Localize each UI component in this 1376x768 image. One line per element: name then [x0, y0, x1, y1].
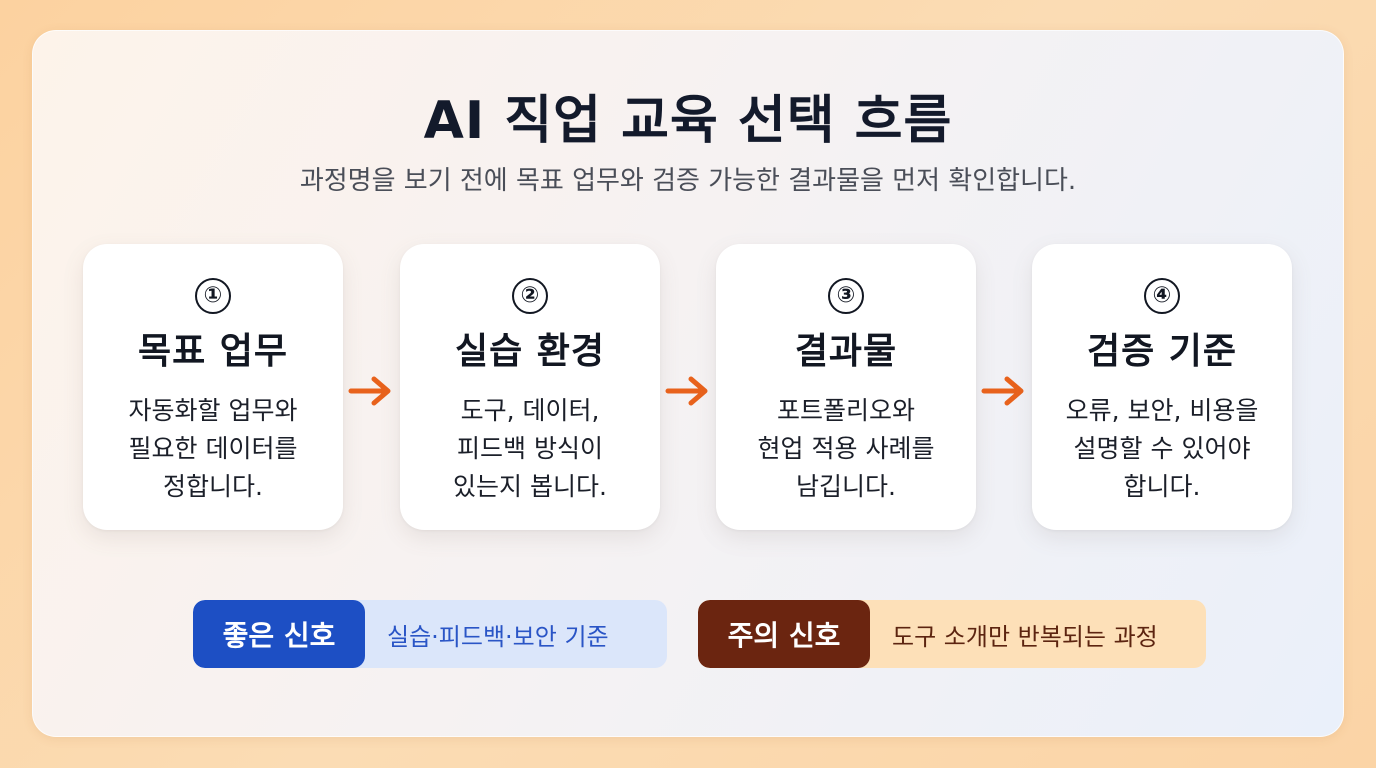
step-description-line: 남깁니다. [796, 472, 896, 501]
step-number-badge: ① [195, 278, 231, 314]
step-number-badge: ③ [828, 278, 864, 314]
step-heading: 목표 업무 [137, 331, 288, 372]
step-heading: 검증 기준 [1086, 331, 1237, 372]
step-description-line: 현업 적용 사례를 [757, 434, 935, 463]
good-signal-banner: 좋은 신호 실습·피드백·보안 기준 [193, 600, 667, 668]
step-description-line: 설명할 수 있어야 [1073, 434, 1251, 463]
step-card-goal: ① 목표 업무 자동화할 업무와 필요한 데이터를 정합니다. [83, 244, 343, 530]
flow-arrow-icon [981, 376, 1024, 406]
good-signal-text: 실습·피드백·보안 기준 [387, 622, 609, 651]
warning-signal-text: 도구 소개만 반복되는 과정 [892, 622, 1158, 651]
step-description: 포트폴리오와 현업 적용 사례를 남깁니다. [736, 392, 956, 506]
step-description-line: 도구, 데이터, [460, 396, 600, 425]
warning-signal-tag: 주의 신호 [698, 600, 870, 668]
step-description-line: 피드백 방식이 [457, 434, 603, 463]
step-heading: 결과물 [794, 331, 898, 372]
step-number-badge: ② [512, 278, 548, 314]
flow-arrow-icon [665, 376, 708, 406]
warning-signal-banner: 주의 신호 도구 소개만 반복되는 과정 [698, 600, 1206, 668]
step-description-line: 있는지 봅니다. [453, 472, 607, 501]
step-description: 오류, 보안, 비용을 설명할 수 있어야 합니다. [1052, 392, 1272, 506]
page-title: AI 직업 교육 선택 흐름 [423, 91, 953, 151]
step-number-badge: ④ [1144, 278, 1180, 314]
step-card-output: ③ 결과물 포트폴리오와 현업 적용 사례를 남깁니다. [716, 244, 976, 530]
step-description-line: 포트폴리오와 [776, 396, 915, 425]
step-description-line: 필요한 데이터를 [128, 434, 298, 463]
step-card-practice: ② 실습 환경 도구, 데이터, 피드백 방식이 있는지 봅니다. [400, 244, 660, 530]
page-subtitle: 과정명을 보기 전에 목표 업무와 검증 가능한 결과물을 먼저 확인합니다. [299, 166, 1077, 196]
step-description: 도구, 데이터, 피드백 방식이 있는지 봅니다. [420, 392, 640, 506]
step-heading: 실습 환경 [454, 331, 605, 372]
step-description: 자동화할 업무와 필요한 데이터를 정합니다. [103, 392, 323, 506]
step-card-validation: ④ 검증 기준 오류, 보안, 비용을 설명할 수 있어야 합니다. [1032, 244, 1292, 530]
step-description-line: 자동화할 업무와 [128, 396, 298, 425]
step-description-line: 정합니다. [163, 472, 263, 501]
step-description-line: 합니다. [1123, 472, 1201, 501]
good-signal-tag: 좋은 신호 [193, 600, 365, 668]
step-description-line: 오류, 보안, 비용을 [1065, 396, 1259, 425]
flow-arrow-icon [348, 376, 391, 406]
